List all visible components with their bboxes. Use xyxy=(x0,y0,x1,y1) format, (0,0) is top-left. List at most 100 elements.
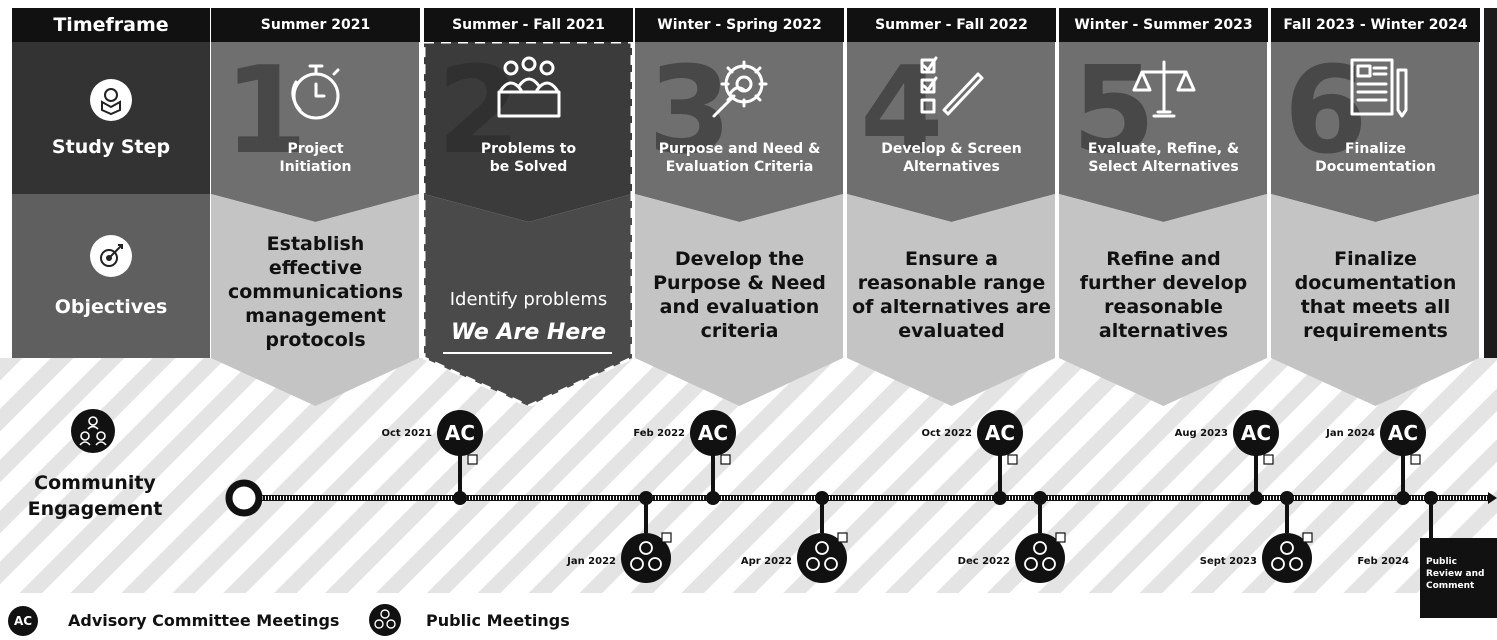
timeline-arrow-icon xyxy=(1488,492,1497,504)
legend-public-label: Public Meetings xyxy=(426,611,570,630)
public-meeting-icon xyxy=(1015,533,1065,583)
ac-circle xyxy=(690,410,736,456)
public-meeting-person xyxy=(815,541,829,555)
ac-circle xyxy=(977,410,1023,456)
public-meeting-person xyxy=(1033,541,1047,555)
public-meeting-person xyxy=(1271,557,1285,571)
step-title: Problems to be Solved xyxy=(480,141,577,175)
public-meeting-person xyxy=(1280,541,1294,555)
pm-date-label: Sept 2023 xyxy=(1199,556,1257,567)
public-meeting-person xyxy=(630,557,644,571)
step-number: 6 xyxy=(1284,42,1368,181)
timeframe-cell: Winter - Spring 2022 xyxy=(635,8,844,42)
ac-node xyxy=(1249,491,1263,505)
timeframe-cell: Summer - Fall 2022 xyxy=(847,8,1056,42)
step-title: Develop & Screen Alternatives xyxy=(881,141,1022,175)
ac-date-label: Oct 2022 xyxy=(921,428,972,439)
ac-node xyxy=(993,491,1007,505)
step-title: Evaluate, Refine, & Select Alternatives xyxy=(1087,141,1240,175)
step-chevron-shape xyxy=(1059,42,1267,406)
ac-badge-label: AC xyxy=(698,421,728,445)
legend-ac-label: Advisory Committee Meetings xyxy=(68,611,340,630)
legend-public-meeting-icon xyxy=(369,604,401,636)
target-icon xyxy=(90,235,132,277)
objectives-row-label: Objectives xyxy=(12,194,210,358)
ac-date-label: Aug 2023 xyxy=(1174,428,1228,439)
ac-qr-icon xyxy=(1410,454,1421,465)
study-step-row-label: Study Step xyxy=(12,42,210,194)
ac-circle xyxy=(1380,410,1426,456)
timeframe-cell: Fall 2023 - Winter 2024 xyxy=(1271,8,1480,42)
pm-qr-icon xyxy=(661,532,672,543)
ac-qr-icon xyxy=(1263,454,1274,465)
idea-box-icon xyxy=(90,79,132,121)
public-review-box: Public Review and Comment xyxy=(1420,538,1497,618)
ac-qr-icon xyxy=(467,454,478,465)
document-icon xyxy=(1350,58,1407,118)
ac-badge-label: AC xyxy=(1388,421,1418,445)
step-chevron-shape xyxy=(1271,42,1479,406)
ac-badge-label: AC xyxy=(985,421,1015,445)
timeline: AC AC AC AC AC xyxy=(225,410,1497,583)
ac-badge-label: AC xyxy=(1241,421,1271,445)
step-chevron-shape xyxy=(211,42,419,406)
timeframe-header: Timeframe xyxy=(12,8,210,42)
step-objective: Identify problems xyxy=(449,289,608,310)
ac-date-label: Feb 2022 xyxy=(633,428,685,439)
step-objective: Finalize documentation that meets all re… xyxy=(1294,248,1457,342)
ac-date-label: Oct 2021 xyxy=(381,428,432,439)
step-chevron-shape xyxy=(847,42,1055,406)
scales-icon xyxy=(1132,60,1195,118)
ac-node xyxy=(706,491,720,505)
we-are-here-label: We Are Here xyxy=(451,320,606,345)
ac-circle xyxy=(1233,410,1279,456)
checklist-icon xyxy=(920,56,983,116)
public-meeting-icon xyxy=(797,533,847,583)
public-review-label: Public Review and Comment xyxy=(1426,557,1485,591)
pm-qr-icon xyxy=(837,532,848,543)
step-chevron-shape xyxy=(635,42,843,406)
meeting-table-icon xyxy=(497,56,560,118)
step-objective: Ensure a reasonable range of alternative… xyxy=(852,248,1051,342)
pm-qr-icon xyxy=(1302,532,1313,543)
pm-date-label: Dec 2022 xyxy=(957,556,1010,567)
step-objective: Establish effective communications manag… xyxy=(227,233,404,351)
public-meeting-person xyxy=(806,557,820,571)
step-title: Finalize Documentation xyxy=(1315,141,1436,175)
pm-date-label: Apr 2022 xyxy=(740,556,792,567)
objectives-label: Objectives xyxy=(54,296,168,318)
community-people-icon xyxy=(71,409,115,453)
ac-qr-icon xyxy=(720,454,731,465)
public-meeting-person xyxy=(639,541,653,555)
public-meeting-person xyxy=(1024,557,1038,571)
timeframe-cell: Summer 2021 xyxy=(211,8,420,42)
public-meeting-person xyxy=(824,557,838,571)
public-meeting-person xyxy=(1042,557,1056,571)
pm-date-label: Feb 2024 xyxy=(1357,556,1409,567)
wrench-gear-icon xyxy=(712,60,767,118)
public-meeting-icon xyxy=(621,533,671,583)
timeframe-cell: Summer - Fall 2021 xyxy=(424,8,633,42)
legend-ac-badge: AC xyxy=(8,606,38,636)
step-title: Project Initiation xyxy=(279,141,352,175)
ac-node xyxy=(453,491,467,505)
ac-badge-label: AC xyxy=(445,421,475,445)
we-are-here-underline xyxy=(443,352,612,354)
community-engagement-label: Community Engagement xyxy=(27,472,163,520)
step-title: Purpose and Need & Evaluation Criteria xyxy=(658,141,821,175)
step-objective: Develop the Purpose & Need and evaluatio… xyxy=(653,248,826,342)
pm-date-label: Jan 2022 xyxy=(567,556,616,567)
ac-date-label: Jan 2024 xyxy=(1326,428,1375,439)
right-edge-strip xyxy=(1484,8,1497,358)
public-meeting-icon xyxy=(1262,533,1312,583)
timeline-start-marker xyxy=(225,479,263,517)
step-number: 1 xyxy=(224,42,308,181)
study-step-label: Study Step xyxy=(51,136,171,158)
ac-qr-icon xyxy=(1007,454,1018,465)
